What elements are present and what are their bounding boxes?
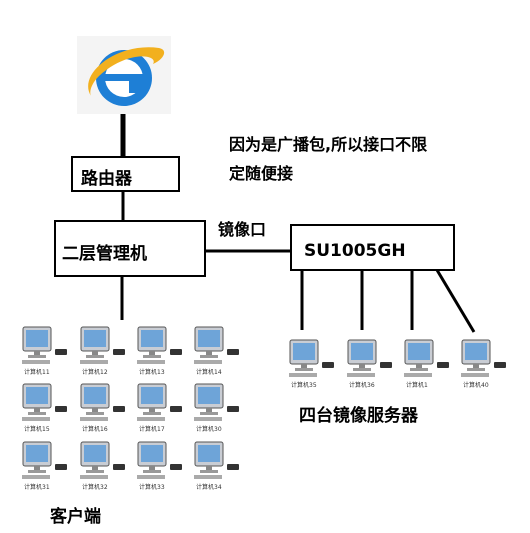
client-computer: 计算机17 [135, 382, 185, 433]
computer-caption: 计算机34 [196, 484, 222, 491]
desktop-computer-icon [461, 339, 506, 377]
mirror-port-label: 镜像口 [218, 220, 267, 239]
clients-caption: 客户端 [50, 507, 101, 527]
desktop-computer-icon [137, 441, 182, 479]
computer-caption: 计算机40 [463, 382, 489, 389]
internet-explorer-icon [77, 36, 171, 114]
server-switch-label: SU1005GH [304, 241, 406, 261]
computer-caption: 计算机33 [139, 484, 165, 491]
client-computer: 计算机16 [78, 382, 128, 433]
computer-caption: 计算机16 [82, 426, 108, 433]
desktop-computer-icon [22, 441, 67, 479]
broadcast-note-line2: 定随便接 [229, 164, 294, 183]
router-label: 路由器 [81, 169, 132, 189]
link-server-4 [435, 269, 476, 333]
desktop-computer-icon [347, 339, 392, 377]
client-computer: 计算机11 [20, 325, 70, 376]
client-computer: 计算机33 [135, 440, 185, 491]
computer-caption: 计算机30 [196, 426, 222, 433]
computer-caption: 计算机12 [82, 369, 108, 376]
broadcast-note: 因为是广播包,所以接口不限 定随便接 [229, 130, 427, 188]
mirror-server-computer: 计算机35 [287, 338, 337, 389]
client-computer: 计算机12 [78, 325, 128, 376]
desktop-computer-icon [80, 383, 125, 421]
computer-caption: 计算机15 [24, 426, 50, 433]
client-computer: 计算机15 [20, 382, 70, 433]
managed-switch-box: 二层管理机 [54, 220, 206, 277]
computer-caption: 计算机13 [139, 369, 165, 376]
desktop-computer-icon [137, 383, 182, 421]
computer-caption: 计算机31 [24, 484, 50, 491]
desktop-computer-icon [194, 441, 239, 479]
desktop-computer-icon [137, 326, 182, 364]
broadcast-note-line1: 因为是广播包,所以接口不限 [229, 135, 428, 154]
router-box: 路由器 [71, 156, 180, 192]
desktop-computer-icon [194, 326, 239, 364]
client-computer: 计算机34 [192, 440, 242, 491]
client-computer: 计算机31 [20, 440, 70, 491]
desktop-computer-icon [80, 326, 125, 364]
computer-caption: 计算机17 [139, 426, 165, 433]
desktop-computer-icon [22, 326, 67, 364]
desktop-computer-icon [289, 339, 334, 377]
computer-caption: 计算机35 [291, 382, 317, 389]
client-computer: 计算机32 [78, 440, 128, 491]
computer-caption: 计算机32 [82, 484, 108, 491]
desktop-computer-icon [80, 441, 125, 479]
managed-switch-label: 二层管理机 [62, 244, 147, 264]
computer-caption: 计算机1 [406, 382, 428, 389]
mirror-server-computer: 计算机40 [459, 338, 509, 389]
computer-caption: 计算机11 [24, 369, 50, 376]
client-computer: 计算机30 [192, 382, 242, 433]
desktop-computer-icon [194, 383, 239, 421]
client-computer: 计算机13 [135, 325, 185, 376]
server-switch-box: SU1005GH [290, 224, 455, 271]
desktop-computer-icon [404, 339, 449, 377]
computer-caption: 计算机36 [349, 382, 375, 389]
computer-caption: 计算机14 [196, 369, 222, 376]
desktop-computer-icon [22, 383, 67, 421]
client-computer: 计算机14 [192, 325, 242, 376]
mirror-server-computer: 计算机36 [345, 338, 395, 389]
servers-caption: 四台镜像服务器 [299, 406, 418, 426]
mirror-server-computer: 计算机1 [402, 338, 452, 389]
